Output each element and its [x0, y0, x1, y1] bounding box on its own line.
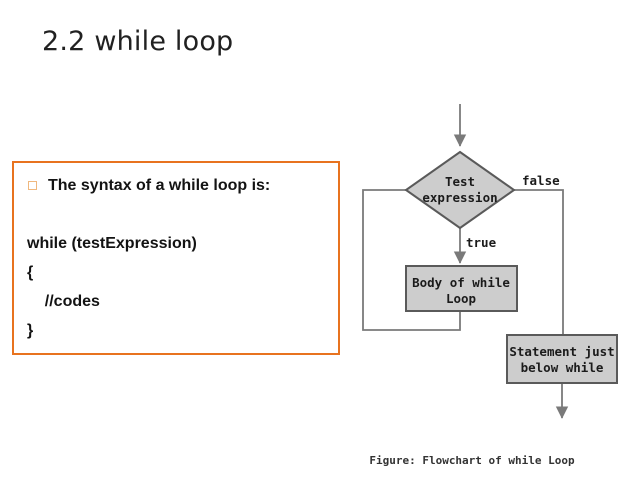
syntax-heading: The syntax of a while loop is:: [48, 177, 271, 194]
bullet-square-icon: [28, 181, 37, 190]
body-label-line2: Loop: [446, 291, 476, 306]
code-line: }: [27, 322, 34, 339]
false-label: false: [522, 173, 560, 188]
decision-node: [404, 150, 516, 230]
true-label: true: [466, 235, 497, 250]
statement-label-line2: below while: [521, 360, 604, 375]
figure-caption: Figure: Flowchart of while Loop: [369, 454, 575, 467]
bullet-row: The syntax of a while loop is:: [28, 177, 270, 195]
body-node: [405, 265, 518, 312]
code-line: //codes: [27, 293, 100, 310]
loopback-path: [362, 189, 461, 331]
code-line: {: [27, 264, 34, 281]
statement-label-line1: Statement just: [509, 344, 614, 359]
false-branch-path: [514, 189, 564, 334]
code-line: while (testExpression): [27, 235, 197, 252]
syntax-panel: The syntax of a while loop is: while (te…: [12, 161, 340, 355]
page-title: 2.2 while loop: [42, 26, 234, 57]
code-block: while (testExpression) { //codes }: [27, 229, 197, 345]
statement-node: [506, 334, 618, 384]
body-label-line1: Body of while: [412, 275, 510, 290]
decision-label-line1: Test: [445, 174, 475, 189]
decision-label-line2: expression: [422, 190, 497, 205]
